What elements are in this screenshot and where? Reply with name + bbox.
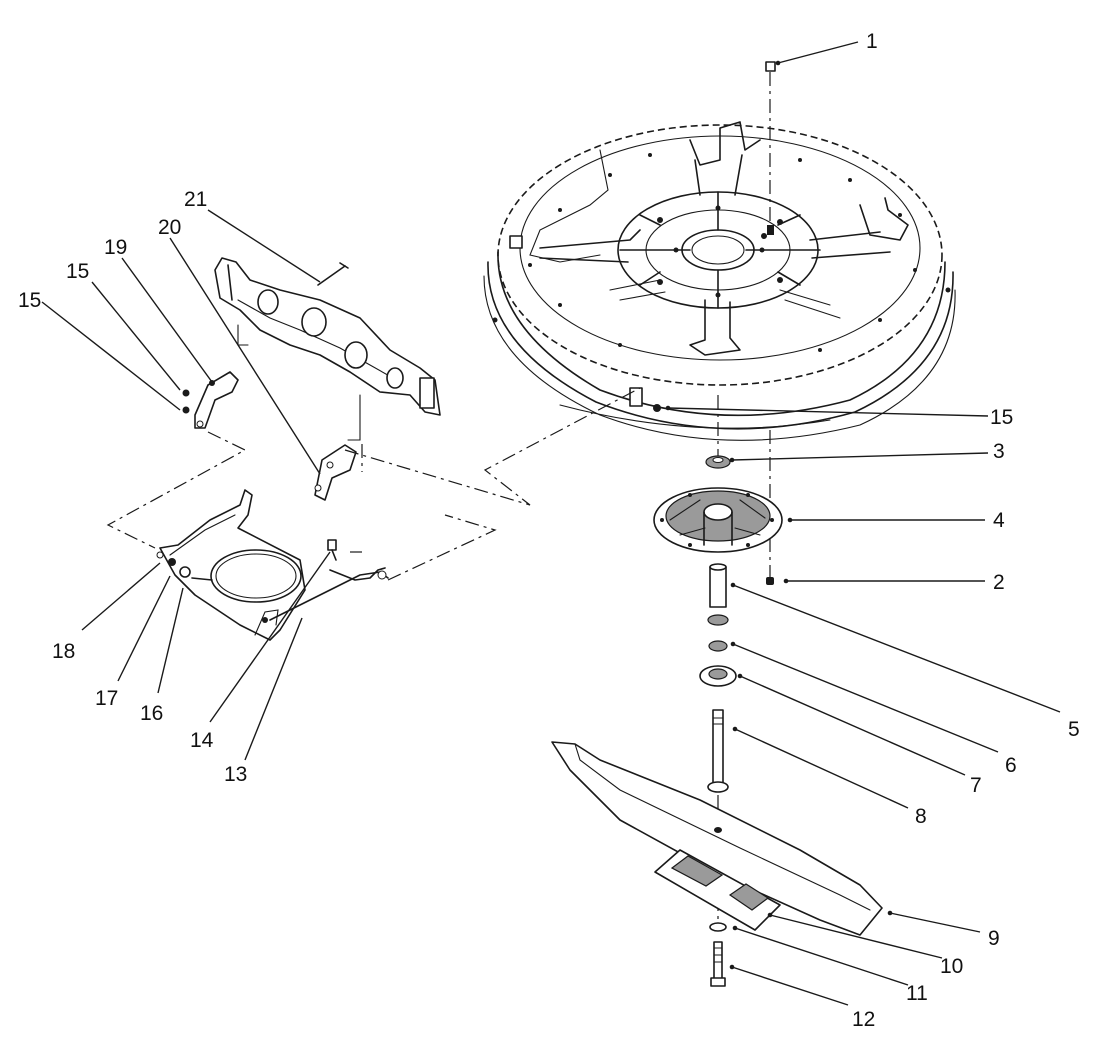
assembly-lines: [106, 387, 641, 581]
callout-12: 12: [852, 1008, 875, 1031]
callout-10: 10: [940, 955, 963, 978]
callout-1: 1: [866, 30, 878, 53]
callout-19: 19: [104, 236, 127, 259]
callout-13: 13: [224, 763, 247, 786]
item-12-bolt: [710, 941, 726, 987]
item-9-blade: [551, 741, 883, 936]
deck-rivets: [492, 153, 951, 352]
callout-15-left-inner: 15: [66, 260, 89, 283]
callout-18: 18: [52, 640, 75, 663]
lift-arm-assembly: [182, 257, 441, 501]
callout-15-left-outer: 15: [18, 289, 41, 312]
callout-17: 17: [95, 687, 118, 710]
callout-5: 5: [1068, 718, 1080, 741]
item-21-bolt: [317, 265, 346, 286]
callout-2: 2: [993, 571, 1005, 594]
leader-dots: [665, 60, 893, 970]
callout-14: 14: [190, 729, 214, 752]
callout-20: 20: [158, 216, 181, 239]
callout-8: 8: [915, 805, 927, 828]
spindle-assembly: [551, 455, 883, 987]
item-11-washer: [709, 922, 727, 932]
callout-21: 21: [184, 188, 207, 211]
item-7-hub: [699, 665, 737, 687]
callout-15-deck: 15: [990, 406, 1013, 429]
item-17-nut: [179, 566, 191, 578]
leader-lines: [41, 41, 1061, 1006]
item-10-adapter: [654, 849, 781, 931]
item-6-washer: [707, 614, 729, 626]
item-4-spindle-housing: [653, 487, 783, 553]
item-8-shaft: [707, 709, 729, 793]
item-16-bolt: [191, 577, 213, 581]
callout-3: 3: [993, 440, 1005, 463]
callout-16: 16: [140, 702, 163, 725]
item-14-bolt: [327, 539, 337, 561]
callout-11: 11: [906, 982, 928, 1005]
item-19-link: [182, 371, 239, 429]
callout-6: 6: [1005, 754, 1017, 777]
item-5-spacer: [709, 563, 727, 608]
item-20-link: [314, 444, 357, 501]
item-18-washer: [168, 558, 176, 566]
item-15-nut-deck: [653, 404, 661, 412]
callout-4: 4: [993, 509, 1005, 532]
deck-spider-frame: [539, 154, 891, 356]
callout-7: 7: [970, 774, 982, 797]
callout-labels: 1 2 3 4 5 6 7 8 9 10 11 12 13 14 15 15 1…: [18, 30, 1080, 1031]
item-1-bolt: [765, 61, 776, 235]
mower-deck: [483, 121, 956, 580]
deck-bracket-assembly: [156, 489, 389, 641]
item-2-nut: [766, 577, 774, 585]
callout-9: 9: [988, 927, 1000, 950]
